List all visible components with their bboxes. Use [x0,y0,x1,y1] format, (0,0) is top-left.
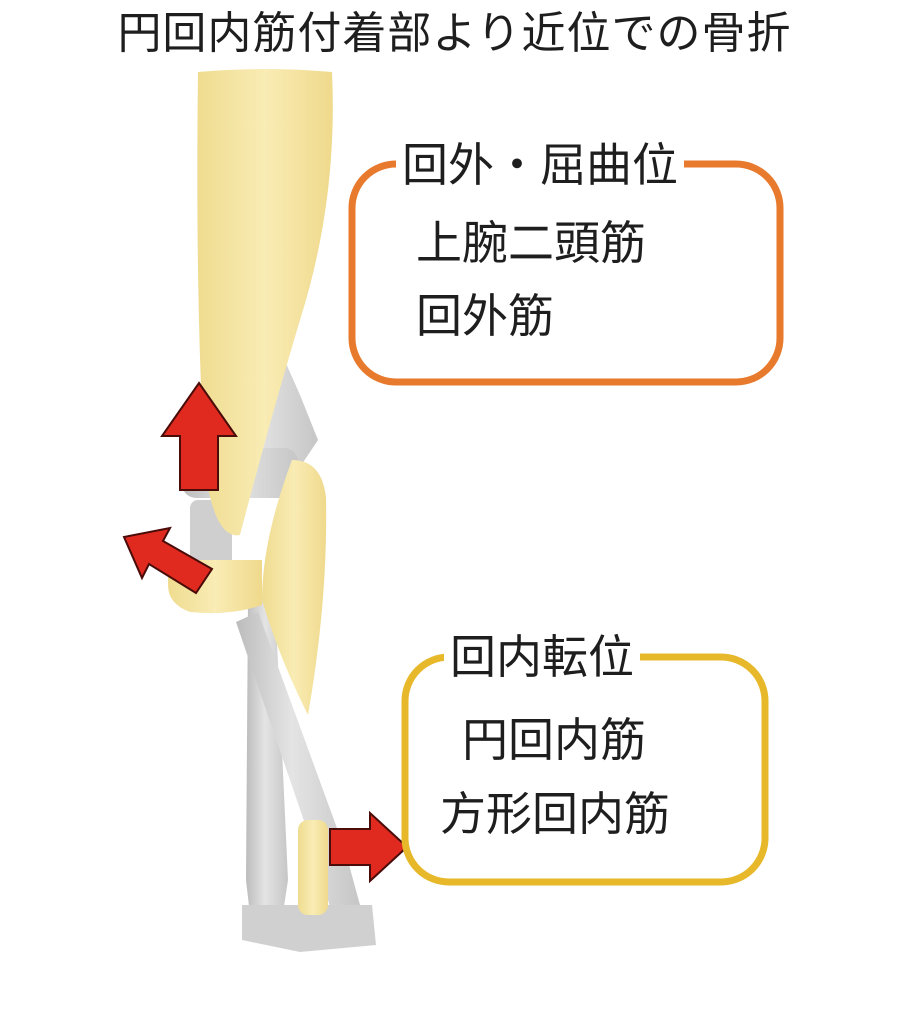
biceps-muscle [197,69,333,536]
supination-box-frame [348,160,784,386]
pronation-box-line-pronator-teres: 円回内筋 [462,713,646,767]
arrow-up-icon [160,381,238,491]
wrist-bones [242,905,376,952]
force-arrows [122,381,409,884]
pronation-box-frame [401,653,769,886]
label-frames [348,160,784,886]
arrow-right-icon [329,810,409,884]
muscles [168,69,333,915]
page-title: 円回内筋付着部より近位での骨折 [117,8,792,59]
supination-box-line-supinator: 回外筋 [416,289,554,343]
supination-box-line-biceps: 上腕二頭筋 [416,216,646,270]
arrow-up-left-icon [122,526,214,595]
pronator-teres-muscle [262,460,327,715]
pronation-box-heading: 回内転位 [444,629,640,685]
supination-box-heading: 回外・屈曲位 [396,137,684,193]
pronation-box-line-pronator-quadratus: 方形回内筋 [440,787,670,841]
pronator-quadratus-muscle [298,820,328,915]
